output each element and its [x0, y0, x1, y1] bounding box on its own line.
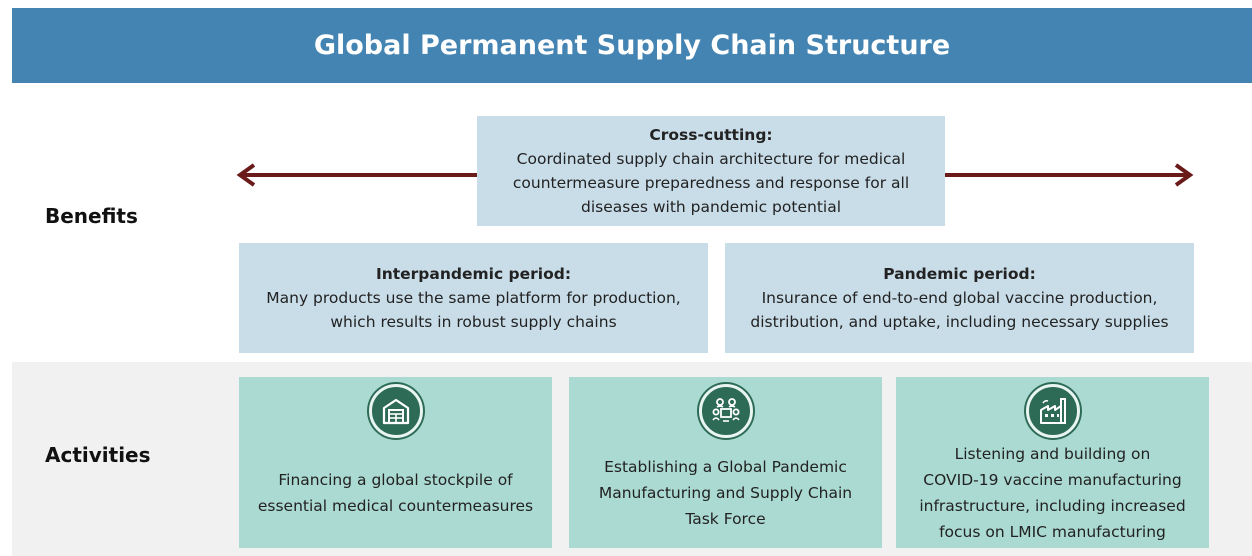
benefits-label: Benefits [45, 204, 138, 228]
activity-text: Establishing a Global Pandemic Manufactu… [599, 438, 852, 548]
pandemic-line: distribution, and uptake, including nece… [750, 313, 1169, 331]
pandemic-title: Pandemic period: [883, 265, 1036, 283]
activity-line: Listening and building on [954, 445, 1151, 463]
pandemic-box: Pandemic period: Insurance of end-to-end… [725, 243, 1194, 353]
activity-line: focus on LMIC manufacturing [939, 523, 1166, 541]
activity-line: Manufacturing and Supply Chain [598, 484, 853, 502]
cross-cutting-box: Cross-cutting: Coordinated supply chain … [477, 116, 945, 226]
page-title: Global Permanent Supply Chain Structure [12, 8, 1252, 83]
activity-line: COVID-19 vaccine manufacturing [923, 471, 1182, 489]
cross-cutting-line: diseases with pandemic potential [580, 198, 842, 216]
interpandemic-line: Many products use the same platform for … [266, 289, 681, 307]
activity-line: infrastructure, including increased [919, 497, 1186, 515]
warehouse-icon [368, 384, 423, 438]
activity-line: essential medical countermeasures [257, 497, 534, 515]
interpandemic-box: Interpandemic period: Many products use … [239, 243, 708, 353]
cross-cutting-title: Cross-cutting: [649, 126, 773, 144]
team-meeting-icon [698, 384, 753, 438]
activity-text: Financing a global stockpile of essentia… [258, 438, 533, 548]
activity-line: Establishing a Global Pandemic [604, 458, 847, 476]
interpandemic-line: which results in robust supply chains [330, 313, 617, 331]
activity-box-task-force: Establishing a Global Pandemic Manufactu… [569, 377, 882, 548]
activity-line: Financing a global stockpile of [278, 471, 513, 489]
interpandemic-title: Interpandemic period: [375, 265, 572, 283]
activity-line: Task Force [685, 510, 766, 528]
activity-box-manufacturing: Listening and building on COVID-19 vacci… [896, 377, 1209, 548]
activity-text: Listening and building on COVID-19 vacci… [919, 438, 1185, 548]
factory-icon [1025, 384, 1080, 438]
cross-cutting-line: Coordinated supply chain architecture fo… [516, 150, 906, 168]
cross-cutting-line: countermeasure preparedness and response… [512, 174, 910, 192]
activities-label: Activities [45, 443, 151, 467]
pandemic-line: Insurance of end-to-end global vaccine p… [761, 289, 1158, 307]
activity-box-stockpile: Financing a global stockpile of essentia… [239, 377, 552, 548]
